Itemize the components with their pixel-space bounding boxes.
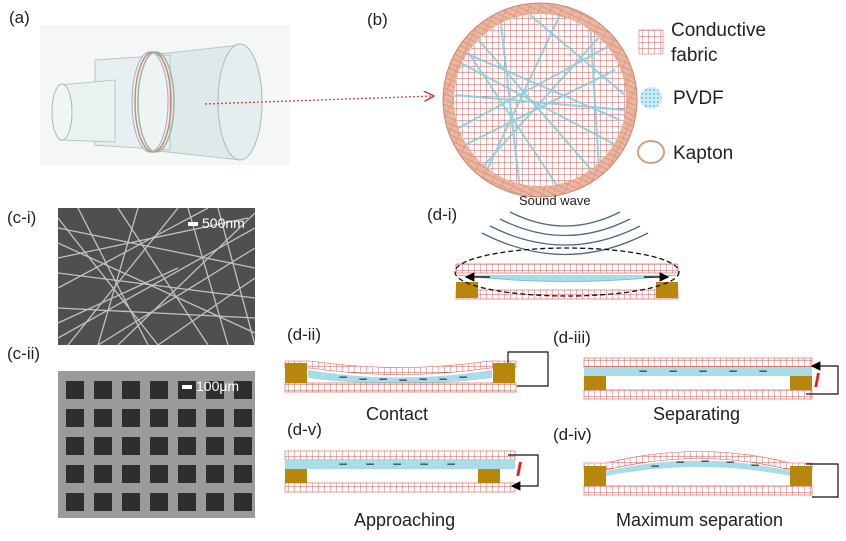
svg-text:−: − bbox=[750, 458, 760, 472]
sem-fabric-mesh-image: 100μm bbox=[58, 371, 255, 518]
device-contact-state: −−− −−−− bbox=[284, 351, 549, 393]
device-rest-state bbox=[454, 247, 680, 300]
svg-text:−: − bbox=[638, 364, 648, 378]
legend-conductive-line1: Conductive bbox=[671, 20, 767, 41]
kapton-icon bbox=[637, 140, 665, 164]
svg-text:−: − bbox=[358, 372, 368, 386]
svg-text:−: − bbox=[392, 457, 402, 471]
device-approaching-state: −−− −− bbox=[284, 450, 539, 493]
legend-conductive-fabric: Conductive fabric bbox=[671, 18, 766, 68]
svg-text:−: − bbox=[700, 454, 710, 468]
svg-text:−: − bbox=[728, 364, 738, 378]
nanofiber-texture bbox=[58, 208, 255, 345]
sem-nanofiber-image: 500nm bbox=[58, 208, 255, 345]
caption-approaching: Approaching bbox=[354, 510, 456, 530]
svg-text:−: − bbox=[668, 364, 678, 378]
legend-kapton: Kapton bbox=[673, 143, 734, 164]
conductive-fabric-icon bbox=[638, 29, 664, 55]
panel-label-d-v: (d-v) bbox=[287, 420, 322, 439]
svg-text:−: − bbox=[365, 457, 375, 471]
caption-separating: Separating bbox=[653, 404, 741, 424]
svg-text:−: − bbox=[378, 372, 388, 386]
caption-maximum-separation: Maximum separation bbox=[616, 510, 784, 530]
legend-pvdf: PVDF bbox=[673, 88, 724, 109]
svg-text:−: − bbox=[650, 459, 660, 473]
svg-text:−: − bbox=[419, 457, 429, 471]
sem-scale-label-ci: 500nm bbox=[202, 215, 245, 231]
sound-wave-icon bbox=[481, 211, 649, 256]
svg-text:−: − bbox=[398, 373, 408, 387]
device-separating-state: −−− −− bbox=[583, 357, 839, 400]
svg-text:−: − bbox=[338, 457, 348, 471]
current-symbol-separating: I bbox=[814, 370, 820, 392]
caption-contact: Contact bbox=[366, 404, 429, 424]
svg-text:−: − bbox=[438, 372, 448, 386]
current-symbol-approaching: I bbox=[516, 459, 522, 481]
sound-wave-label: Sound wave bbox=[519, 193, 591, 208]
scale-bar bbox=[182, 385, 192, 389]
panel-label-d-iii: (d-iii) bbox=[553, 328, 591, 347]
panel-label-d-iv: (d-iv) bbox=[553, 425, 592, 444]
svg-text:−: − bbox=[418, 372, 428, 386]
panel-label-b: (b) bbox=[367, 10, 388, 29]
tube-assembly bbox=[40, 25, 290, 165]
pvdf-icon bbox=[640, 87, 662, 109]
fabric-mesh-texture bbox=[58, 371, 255, 518]
svg-text:−: − bbox=[458, 370, 468, 384]
panel-label-a: (a) bbox=[9, 8, 30, 27]
sem-scale-label-cii: 100μm bbox=[196, 378, 240, 394]
svg-text:−: − bbox=[758, 364, 768, 378]
svg-text:−: − bbox=[725, 455, 735, 469]
panel-label-c-ii: (c-ii) bbox=[7, 344, 41, 363]
device-max-separation-state: −−− −− bbox=[583, 451, 839, 498]
panel-label-d-ii: (d-ii) bbox=[287, 325, 321, 344]
svg-text:−: − bbox=[446, 457, 456, 471]
membrane-disk bbox=[442, 2, 638, 198]
panel-label-c-i: (c-i) bbox=[7, 208, 37, 227]
svg-text:−: − bbox=[338, 370, 348, 384]
panel-label-d-i: (d-i) bbox=[427, 205, 458, 224]
legend-conductive-line2: fabric bbox=[671, 45, 718, 66]
svg-text:−: − bbox=[675, 455, 685, 469]
svg-text:−: − bbox=[698, 364, 708, 378]
scale-bar bbox=[188, 222, 198, 226]
